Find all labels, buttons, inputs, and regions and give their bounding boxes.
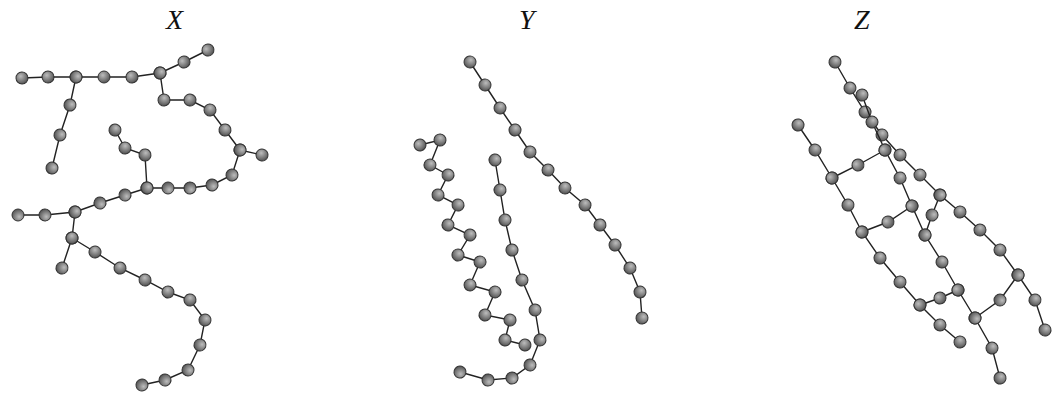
panel-label: Y	[519, 6, 535, 34]
panel-label: Z	[854, 6, 870, 34]
panel-label: X	[166, 6, 183, 34]
crosslinked-polymer	[798, 62, 1045, 378]
branched-polymer	[18, 50, 262, 385]
linear-polymer	[420, 62, 642, 380]
